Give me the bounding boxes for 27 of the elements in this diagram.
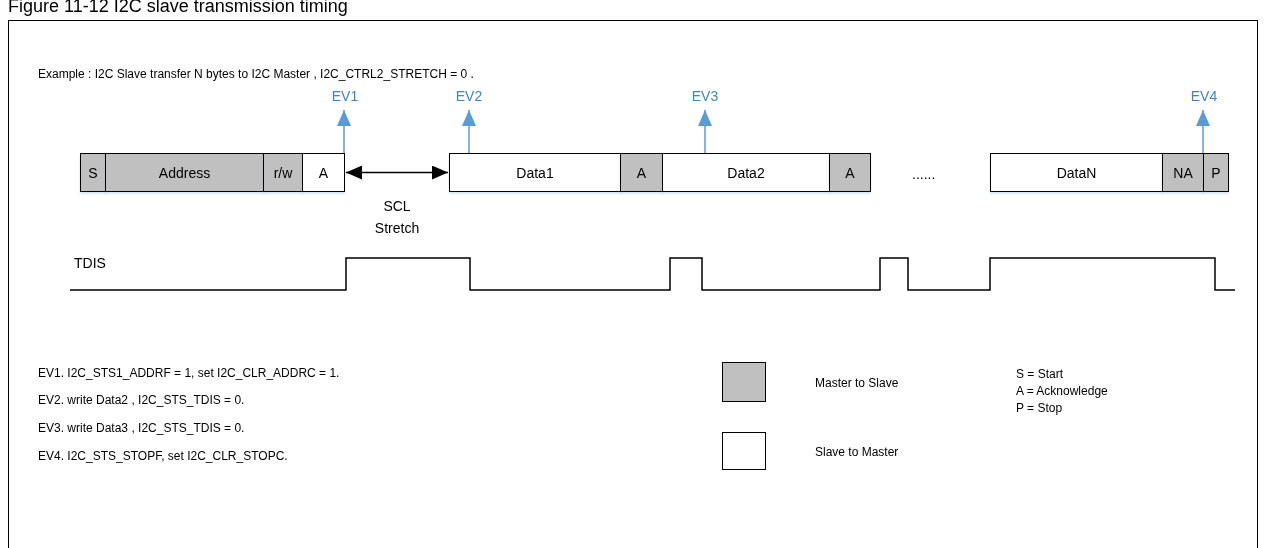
event-label: EV4 — [1184, 88, 1224, 108]
abbreviation-key: S = Start — [1016, 367, 1064, 381]
event-description: EV1. I2C_STS1_ADDRF = 1, set I2C_CLR_ADDRC = 1. — [38, 366, 340, 380]
event-description: EV3. write Data3 , I2C_STS_TDIS = 0. — [38, 421, 245, 435]
frame-segment: r/w — [263, 153, 303, 192]
frame-segment: S — [80, 153, 106, 192]
legend-text: Master to Slave — [815, 376, 899, 390]
frame-segment: Data1 — [449, 153, 621, 192]
frame-segment: Data2 — [662, 153, 830, 192]
example-note: Example : I2C Slave transfer N bytes to I2C Master , I2C_CTRL2_STRETCH = 0 . — [38, 67, 474, 81]
frame-segment: A — [829, 153, 871, 192]
legend-text: Slave to Master — [815, 445, 899, 459]
frame-segment: A — [302, 153, 345, 192]
frame-segment: P — [1203, 153, 1229, 192]
frame-segment: A — [620, 153, 663, 192]
event-description: EV4. I2C_STS_STOPF, set I2C_CLR_STOPC. — [38, 449, 288, 463]
event-description: EV2. write Data2 , I2C_STS_TDIS = 0. — [38, 393, 245, 407]
abbreviation-key: P = Stop — [1016, 401, 1063, 415]
ellipsis-text: ...... — [912, 166, 936, 182]
frame-segment: NA — [1162, 153, 1204, 192]
event-label: EV1 — [325, 88, 365, 108]
abbreviation-key: A = Acknowledge — [1016, 384, 1108, 398]
event-label: EV2 — [449, 88, 489, 108]
signal-name: TDIS — [74, 255, 106, 271]
event-label: EV3 — [685, 88, 725, 108]
frame-segment: DataN — [990, 153, 1163, 192]
frame-segment: Address — [105, 153, 264, 192]
